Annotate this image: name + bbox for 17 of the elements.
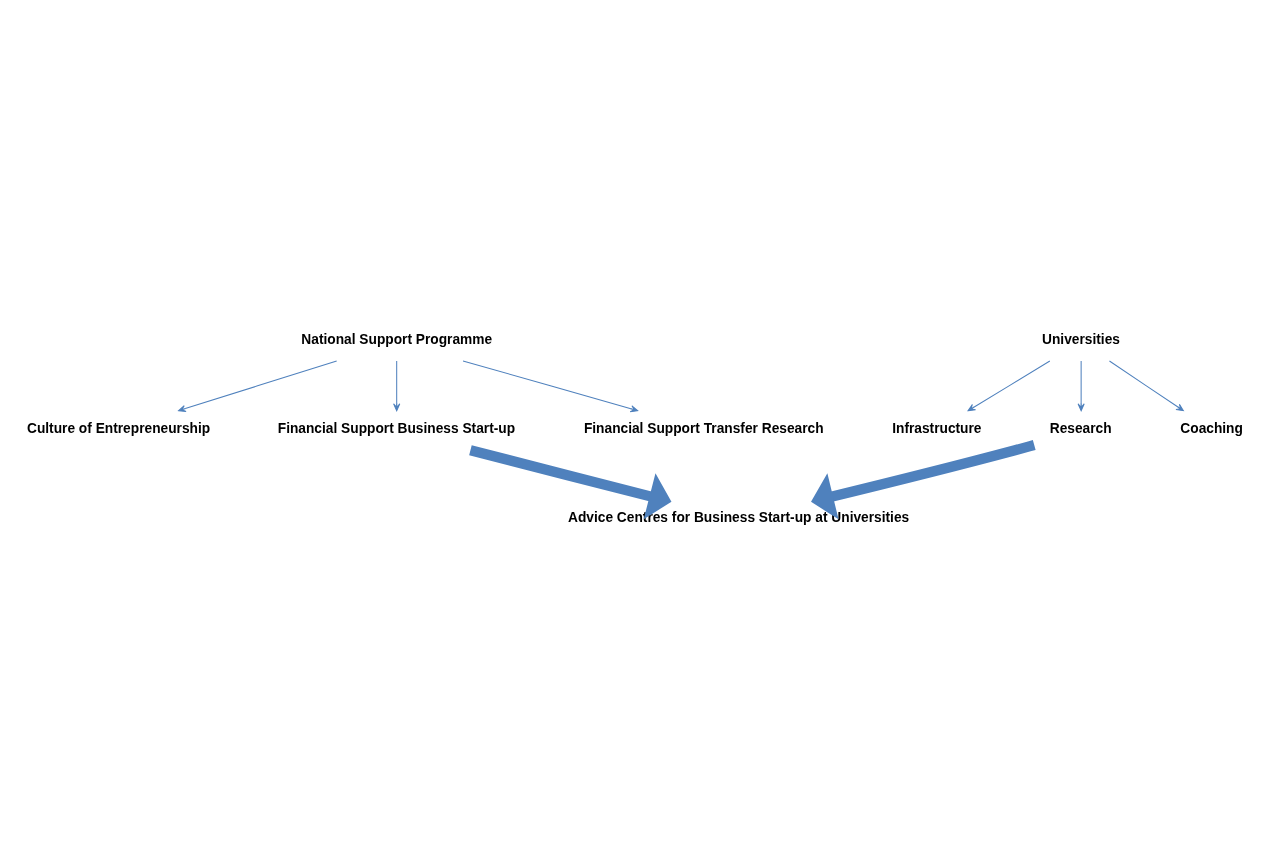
arrow: [469, 445, 672, 520]
arrow: [811, 440, 1036, 520]
arrow: [393, 360, 401, 412]
node-text: Culture of Entrepreneurship: [26, 420, 211, 436]
node-text: Coaching: [1180, 420, 1243, 436]
arrow: [178, 360, 338, 413]
arrow: [462, 360, 639, 413]
node-text: National Support Programme: [301, 331, 493, 347]
node-text: Universities: [1042, 331, 1120, 347]
node-text: Infrastructure: [892, 420, 982, 436]
arrow: [1077, 360, 1085, 412]
node-text: Financial Support Business Start-up: [277, 420, 516, 436]
arrow: [1108, 360, 1184, 412]
node-text: Financial Support Transfer Research: [583, 420, 824, 436]
node-text: Research: [1049, 420, 1112, 436]
arrow: [967, 360, 1051, 412]
node-text: Advice Centres for Business Start-up at Universities: [568, 510, 910, 526]
